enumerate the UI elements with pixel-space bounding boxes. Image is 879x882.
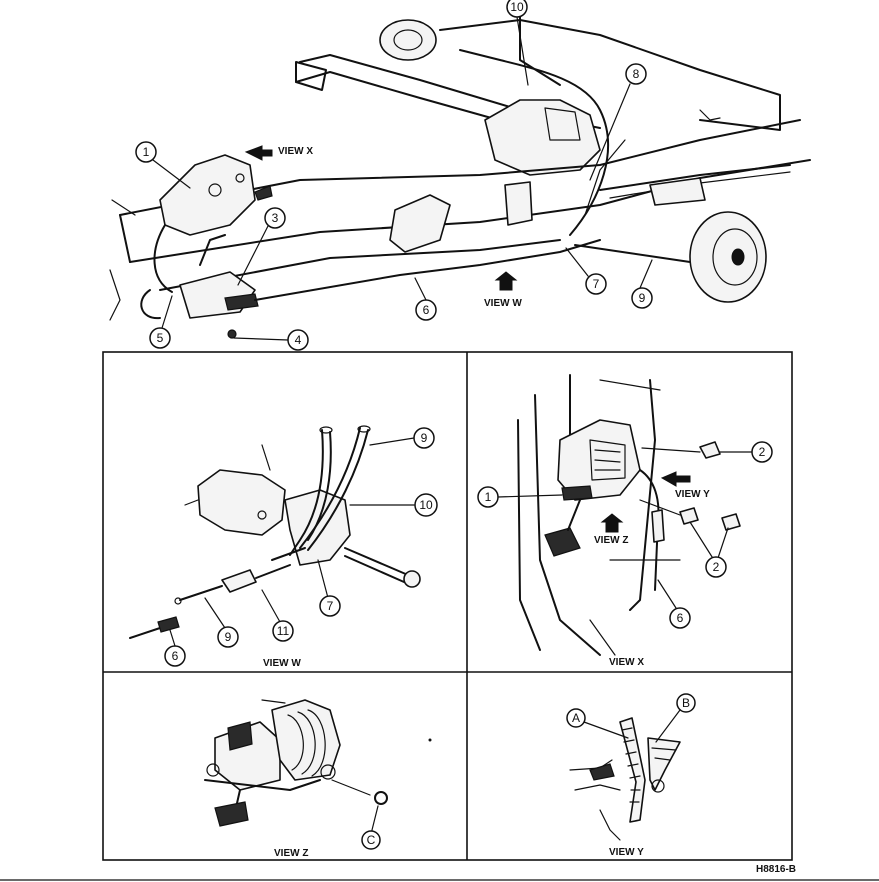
callout-10-top: 10	[506, 0, 529, 86]
frame-bracket	[389, 194, 451, 253]
svg-text:A: A	[572, 711, 580, 725]
svg-text:6: 6	[423, 303, 430, 317]
svg-text:10: 10	[510, 0, 524, 14]
view-y-title: VIEW Y	[609, 847, 644, 858]
svg-text:2: 2	[759, 445, 766, 459]
callout-B: B	[655, 693, 696, 743]
parking-brake-control	[159, 154, 256, 236]
cable-spring	[224, 293, 259, 311]
callout-5: 5	[149, 295, 173, 349]
callout-7-w: 7	[317, 559, 341, 617]
detail-views-frame	[102, 351, 793, 861]
callout-6-top: 6	[414, 277, 437, 321]
ratchet-teeth-a	[619, 717, 646, 823]
callout-4: 4	[233, 329, 309, 351]
callout-10-w: 10	[349, 493, 438, 517]
view-z-arrow-label: VIEW Z	[594, 535, 628, 546]
view-x-arrow: VIEW X	[244, 145, 313, 161]
mounting-bolt	[344, 547, 409, 576]
intermediate-cable	[254, 239, 601, 301]
pedal	[544, 527, 581, 557]
view-w-panel	[129, 425, 421, 639]
rear-cable-left	[459, 49, 609, 236]
frame-section	[197, 469, 286, 536]
figure-id: H8816-B	[756, 864, 796, 875]
svg-text:2: 2	[713, 560, 720, 574]
view-x-panel	[517, 374, 741, 656]
svg-text:7: 7	[593, 277, 600, 291]
callout-2-x-lower: 2	[689, 521, 729, 578]
equalizer	[221, 569, 257, 593]
front-cable	[153, 224, 173, 293]
view-w-arrow-label: VIEW W	[484, 298, 522, 309]
rear-wheel-left	[379, 19, 437, 61]
callout-9-top: 9	[631, 259, 653, 309]
svg-text:9: 9	[421, 431, 428, 445]
differential	[484, 99, 601, 176]
leaf-spring	[599, 164, 791, 191]
callout-A: A	[566, 708, 629, 739]
svg-text:10: 10	[419, 498, 433, 512]
release-handle	[214, 801, 249, 827]
callout-6-x: 6	[657, 579, 691, 629]
svg-text:9: 9	[225, 630, 232, 644]
callout-2-x-upper: 2	[719, 441, 773, 463]
view-x-arrow-label: VIEW X	[278, 146, 313, 157]
rear-wheel-right	[689, 211, 767, 303]
callout-9-w: 9	[369, 427, 435, 449]
svg-text:3: 3	[272, 211, 279, 225]
svg-text:6: 6	[677, 611, 684, 625]
svg-text:7: 7	[327, 599, 334, 613]
svg-text:4: 4	[295, 333, 302, 347]
view-w-title: VIEW W	[263, 658, 301, 669]
bolt-lower	[679, 507, 699, 525]
door-pillar	[517, 419, 541, 651]
callout-11-w: 11	[261, 589, 294, 642]
cable-end	[157, 616, 180, 633]
view-w-arrow: VIEW W	[484, 271, 522, 309]
rear-cable-right	[574, 244, 691, 263]
overview-illustration	[109, 4, 811, 339]
callout-7-top: 7	[565, 247, 607, 295]
callout-8: 8	[589, 63, 647, 181]
svg-text:6: 6	[172, 649, 179, 663]
callout-1-x: 1	[477, 486, 563, 508]
view-y-panel	[569, 717, 681, 841]
bolt-upper	[699, 441, 721, 459]
callout-C: C	[361, 805, 381, 850]
callout-6-w: 6	[164, 629, 186, 667]
svg-text:1: 1	[485, 490, 492, 504]
svg-text:11: 11	[277, 624, 290, 638]
svg-text:5: 5	[157, 331, 164, 345]
svg-text:B: B	[682, 696, 690, 710]
frame-rail-upper	[439, 19, 781, 131]
view-z-arrow: VIEW Z	[594, 513, 628, 546]
view-x-title: VIEW X	[609, 657, 644, 668]
lockout-pin-ring	[374, 791, 388, 805]
svg-text:8: 8	[633, 67, 640, 81]
callout-9b-w: 9	[204, 597, 239, 648]
view-y-arrow-label: VIEW Y	[675, 489, 710, 500]
ratchet-sector	[271, 699, 341, 781]
cable-10	[289, 429, 324, 556]
front-cable-w	[179, 585, 223, 601]
svg-text:C: C	[367, 833, 376, 847]
cable-9	[299, 427, 361, 549]
view-z-title: VIEW Z	[274, 848, 308, 859]
callout-3: 3	[237, 207, 286, 286]
view-y-arrow: VIEW Y	[660, 471, 710, 500]
view-z-panel	[204, 699, 432, 827]
svg-text:1: 1	[143, 145, 150, 159]
svg-text:9: 9	[639, 291, 646, 305]
callout-1-top: 1	[135, 141, 191, 189]
